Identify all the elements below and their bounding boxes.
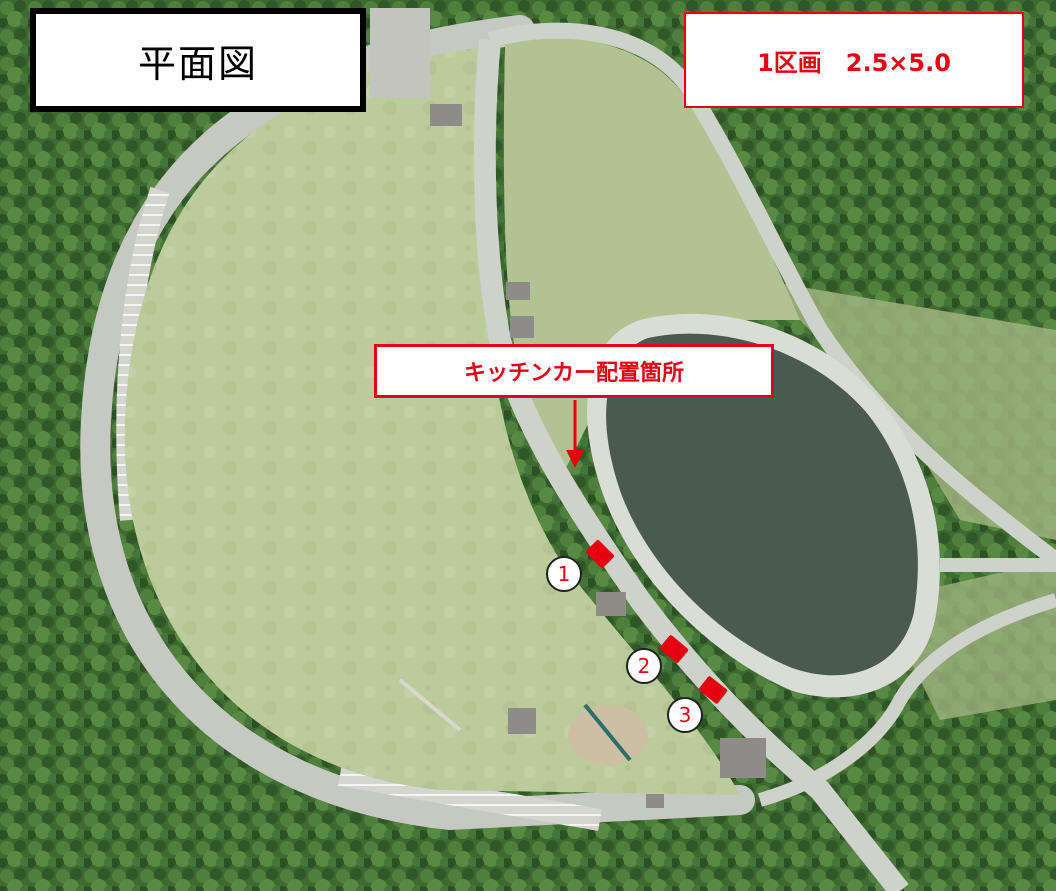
- building: [430, 104, 462, 126]
- title-box: 平面図: [30, 8, 366, 112]
- spot-marker-1: [585, 539, 615, 569]
- building: [596, 592, 626, 616]
- building: [508, 708, 536, 734]
- parking-south: [338, 764, 602, 831]
- spot-marker-3: [698, 676, 728, 704]
- callout-arrow-head: [566, 450, 584, 468]
- building: [720, 738, 766, 778]
- spot-number-2: 2: [626, 648, 662, 684]
- parking-lot-north: [370, 8, 430, 98]
- pond-water: [606, 333, 918, 676]
- building: [506, 282, 530, 300]
- spot-number-3: 3: [667, 697, 703, 733]
- spot-number-1: 1: [546, 556, 582, 592]
- meadow: [124, 45, 740, 795]
- scale-note: 1区画 2.5×5.0: [757, 48, 951, 77]
- road-southeast: [758, 593, 1056, 807]
- path-north: [487, 22, 1056, 567]
- inner-road: [473, 39, 909, 891]
- slide: [398, 678, 462, 732]
- spot-marker-2: [659, 635, 689, 663]
- building: [646, 794, 664, 808]
- callout-label: キッチンカー配置箇所: [463, 361, 684, 386]
- callout-box: キッチンカー配置箇所: [374, 344, 774, 398]
- playground-equipment: [583, 703, 632, 762]
- scale-note-box: 1区画 2.5×5.0: [684, 12, 1024, 108]
- page-title: 平面図: [137, 41, 258, 86]
- building: [510, 316, 534, 338]
